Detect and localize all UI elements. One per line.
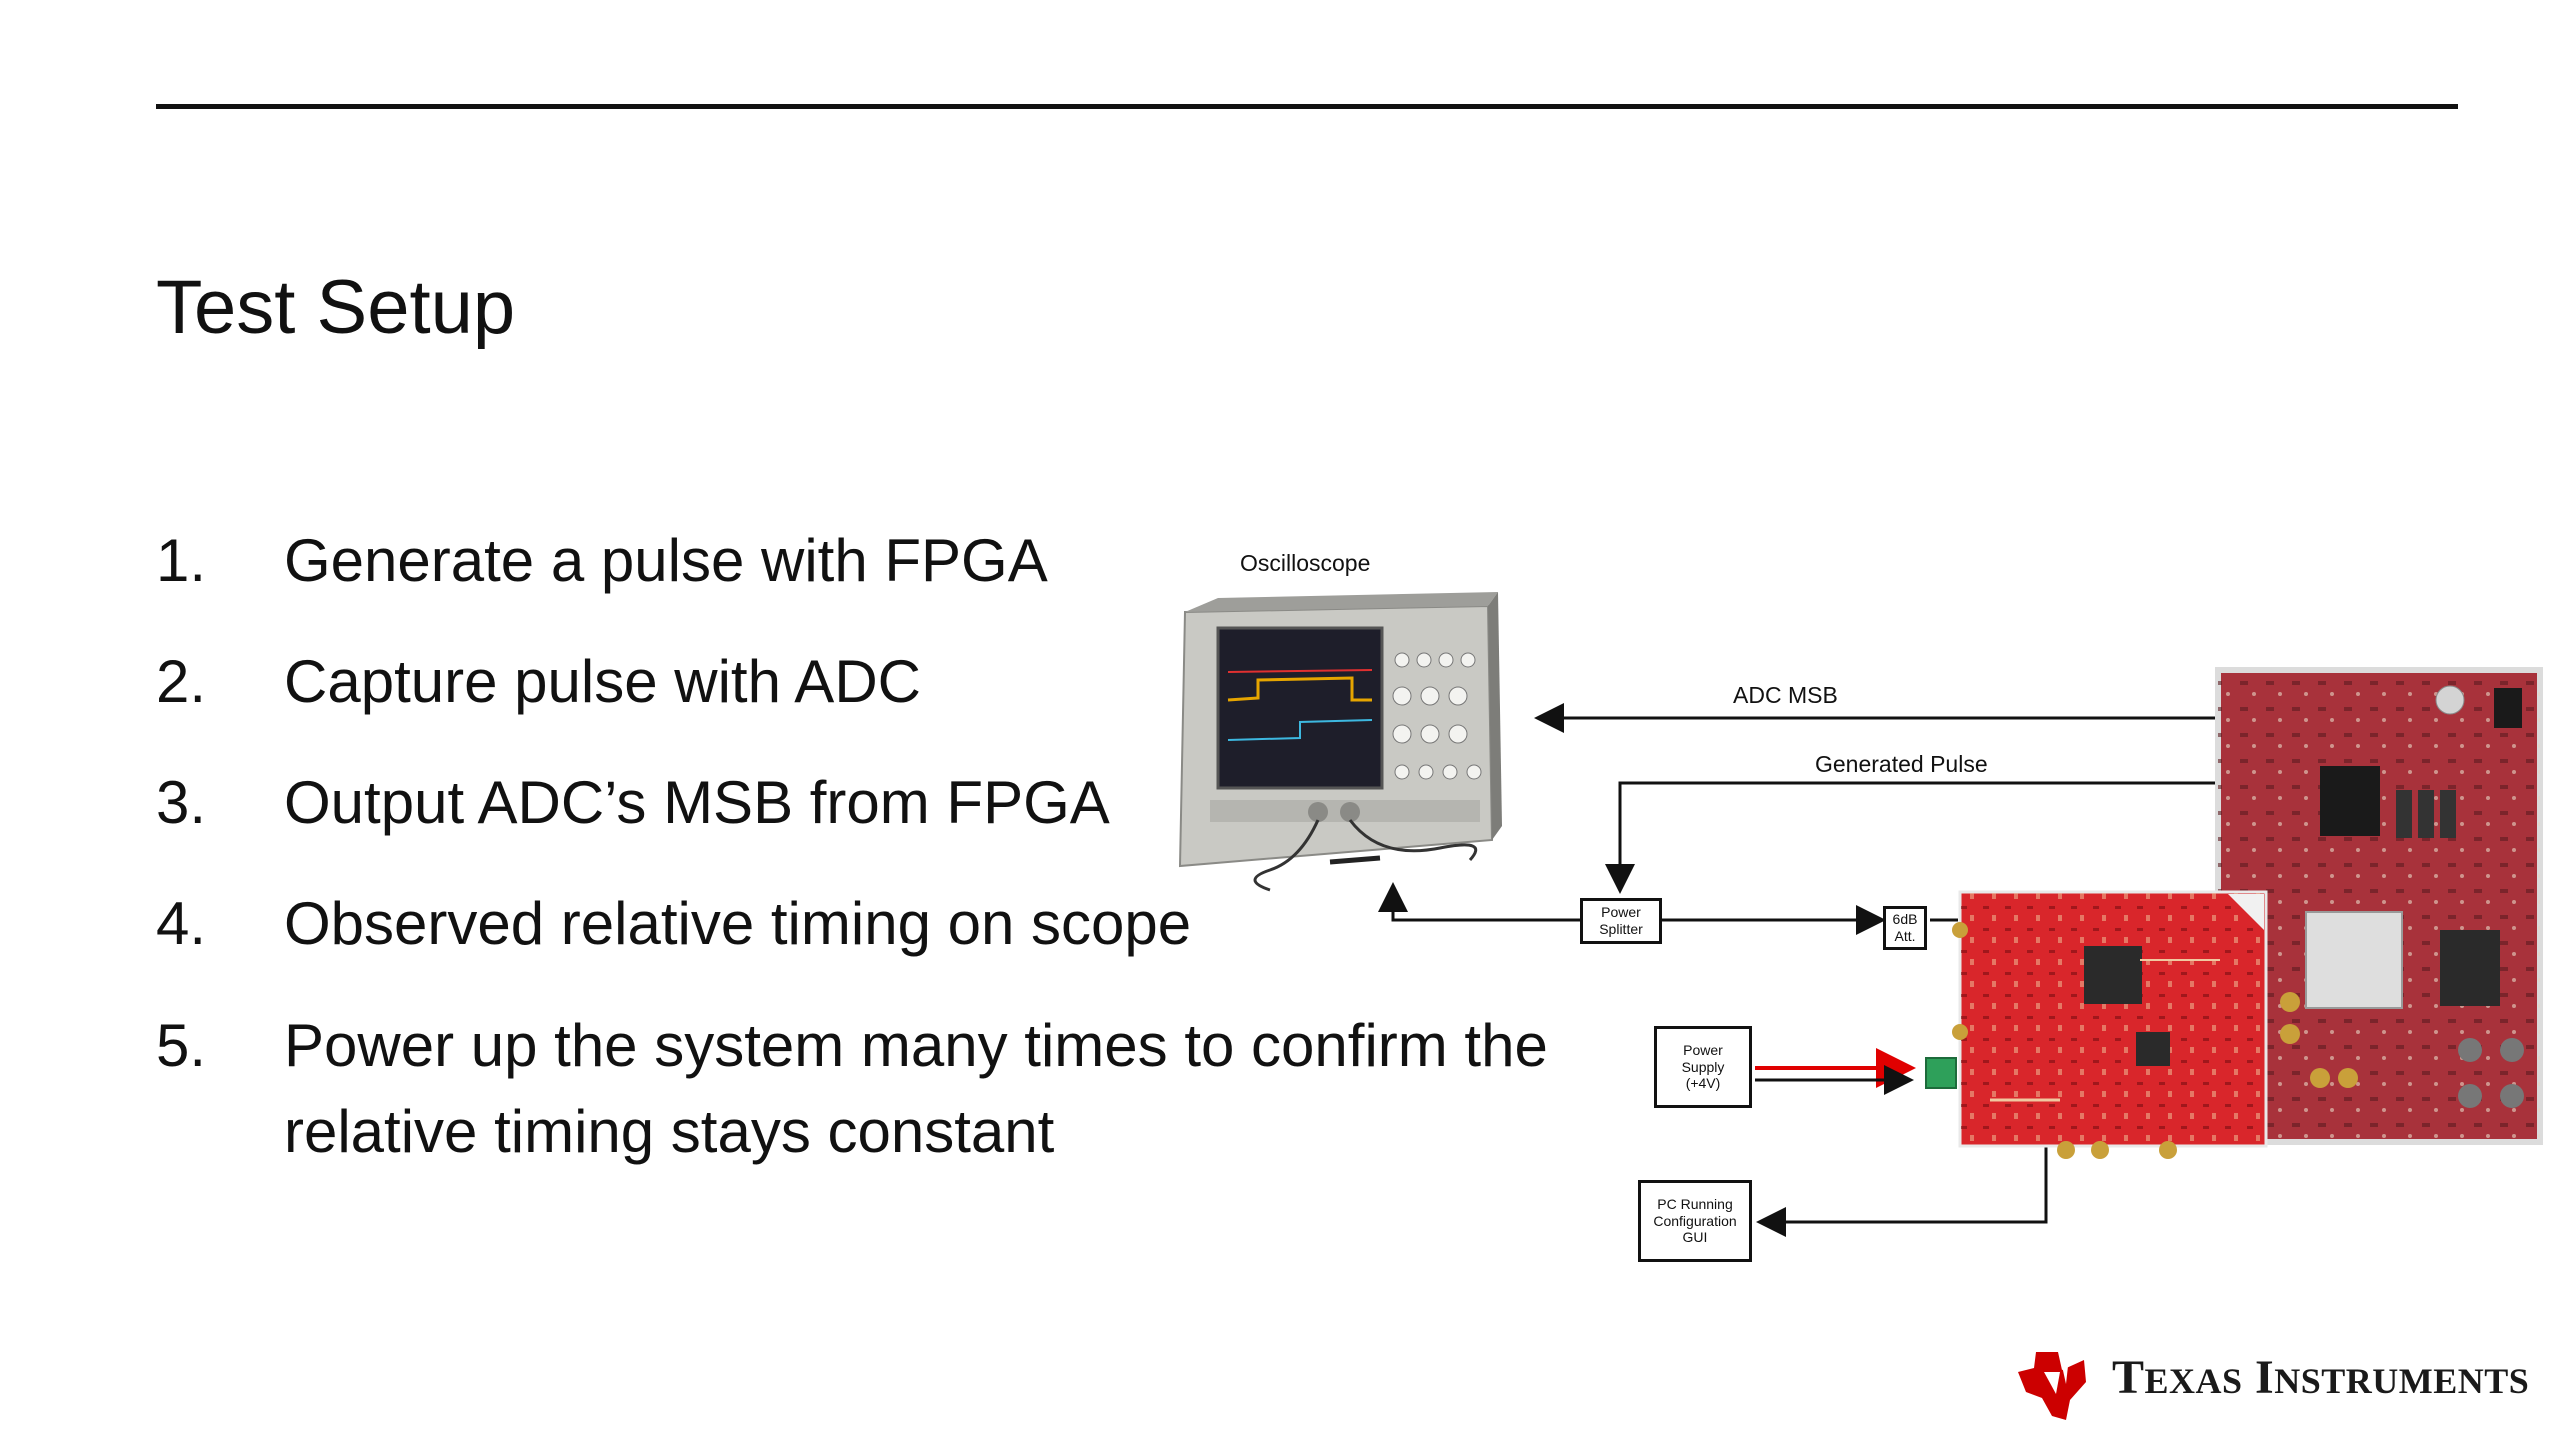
ti-logo-rest-2: NSTRUMENTS: [2274, 1361, 2530, 1401]
step-text: Observed relative timing on scope: [284, 890, 1192, 957]
top-rule: [156, 104, 2458, 109]
ti-logo-rest-1: EXAS: [2144, 1361, 2243, 1401]
adc-board-image: [1925, 890, 2268, 1159]
pc-gui-box: PC Running Configuration GUI: [1638, 1180, 1752, 1262]
oscilloscope-image: [1178, 592, 1502, 892]
ti-logo-initial-i: I: [2255, 1351, 2275, 1404]
step-item: 2. Capture pulse with ADC: [156, 639, 1556, 725]
step-text: Output ADC’s MSB from FPGA: [284, 769, 1110, 836]
power-supply-box: Power Supply (+4V): [1654, 1026, 1752, 1108]
step-number: 1.: [156, 527, 207, 594]
step-number: 2.: [156, 648, 207, 715]
step-text: Generate a pulse with FPGA: [284, 527, 1048, 594]
step-number: 5.: [156, 1012, 207, 1079]
board-to-pc-arrow: [1756, 1130, 2048, 1237]
steps-list: 1. Generate a pulse with FPGA 2. Capture…: [156, 518, 1556, 1210]
ti-logo-text: TEXAS INSTRUMENTS: [2112, 1350, 2529, 1405]
step-number: 4.: [156, 890, 207, 957]
step-item: 3. Output ADC’s MSB from FPGA: [156, 760, 1184, 846]
step-text: Capture pulse with ADC: [284, 648, 921, 715]
power-splitter-box: Power Splitter: [1580, 898, 1662, 944]
generated-pulse-label: Generated Pulse: [1815, 751, 1988, 777]
step-number: 3.: [156, 769, 207, 836]
step-item: 1. Generate a pulse with FPGA: [156, 518, 1556, 604]
fpga-board-image: [2215, 667, 2543, 1145]
splitter-to-scope-arrow: [1378, 882, 1580, 922]
step-item: 5. Power up the system many times to con…: [156, 1003, 1634, 1175]
adc-msb-label: ADC MSB: [1733, 682, 1838, 708]
ti-logo-initial-t: T: [2112, 1351, 2145, 1404]
step-item: 4. Observed relative timing on scope: [156, 881, 1556, 967]
generated-pulse-arrow: [1605, 781, 2244, 894]
ti-logo-icon: [2018, 1352, 2086, 1420]
slide-title: Test Setup: [156, 265, 516, 350]
attenuator-box: 6dB Att.: [1883, 906, 1927, 950]
step-text: Power up the system many times to confir…: [284, 1012, 1548, 1165]
oscilloscope-label: Oscilloscope: [1240, 550, 1371, 576]
